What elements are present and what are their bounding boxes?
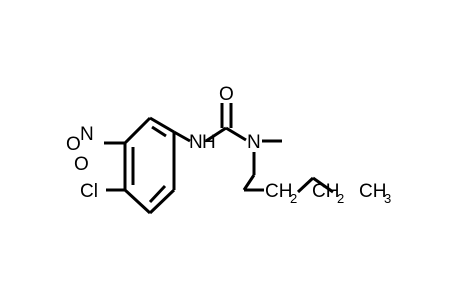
butyl-chain-bond — [242, 174, 256, 191]
ch2-a-label: CH — [265, 181, 292, 202]
carbonyl-to-n-bond — [225, 126, 247, 142]
ch3-subscript: 3 — [384, 191, 391, 206]
ring-inner-bond — [151, 125, 167, 138]
nh-nitrogen-label: N — [189, 132, 203, 153]
n-methyl-nitrogen-label: N — [247, 132, 261, 153]
ring-bond — [148, 188, 176, 215]
ch3-label: CH — [359, 181, 386, 202]
benzene-ring — [123, 116, 176, 215]
ring-inner-bond — [148, 184, 167, 204]
butyl-chain-bond — [312, 176, 334, 194]
ring-bond — [123, 116, 152, 145]
ring-to-nh-bond — [173, 130, 191, 143]
carbonyl-oxygen-label: O — [219, 84, 234, 105]
butyl-chain-bond — [296, 176, 315, 194]
nh-to-carbonyl-bond — [205, 126, 227, 143]
ch2-b-subscript: 2 — [337, 191, 344, 206]
nitro-oxygen-1-label: O — [66, 134, 81, 155]
ch2-a-subscript: 2 — [290, 191, 297, 206]
ring-bond — [123, 188, 152, 215]
nh-hydrogen-label: H — [202, 132, 216, 153]
nitro-oxygen-2-label: O — [74, 154, 89, 175]
ch2-b-label: CH — [312, 181, 339, 202]
chlorine-label: Cl — [80, 181, 98, 202]
ring-bond — [149, 116, 175, 134]
nitro-nitrogen-label: N — [80, 124, 94, 145]
